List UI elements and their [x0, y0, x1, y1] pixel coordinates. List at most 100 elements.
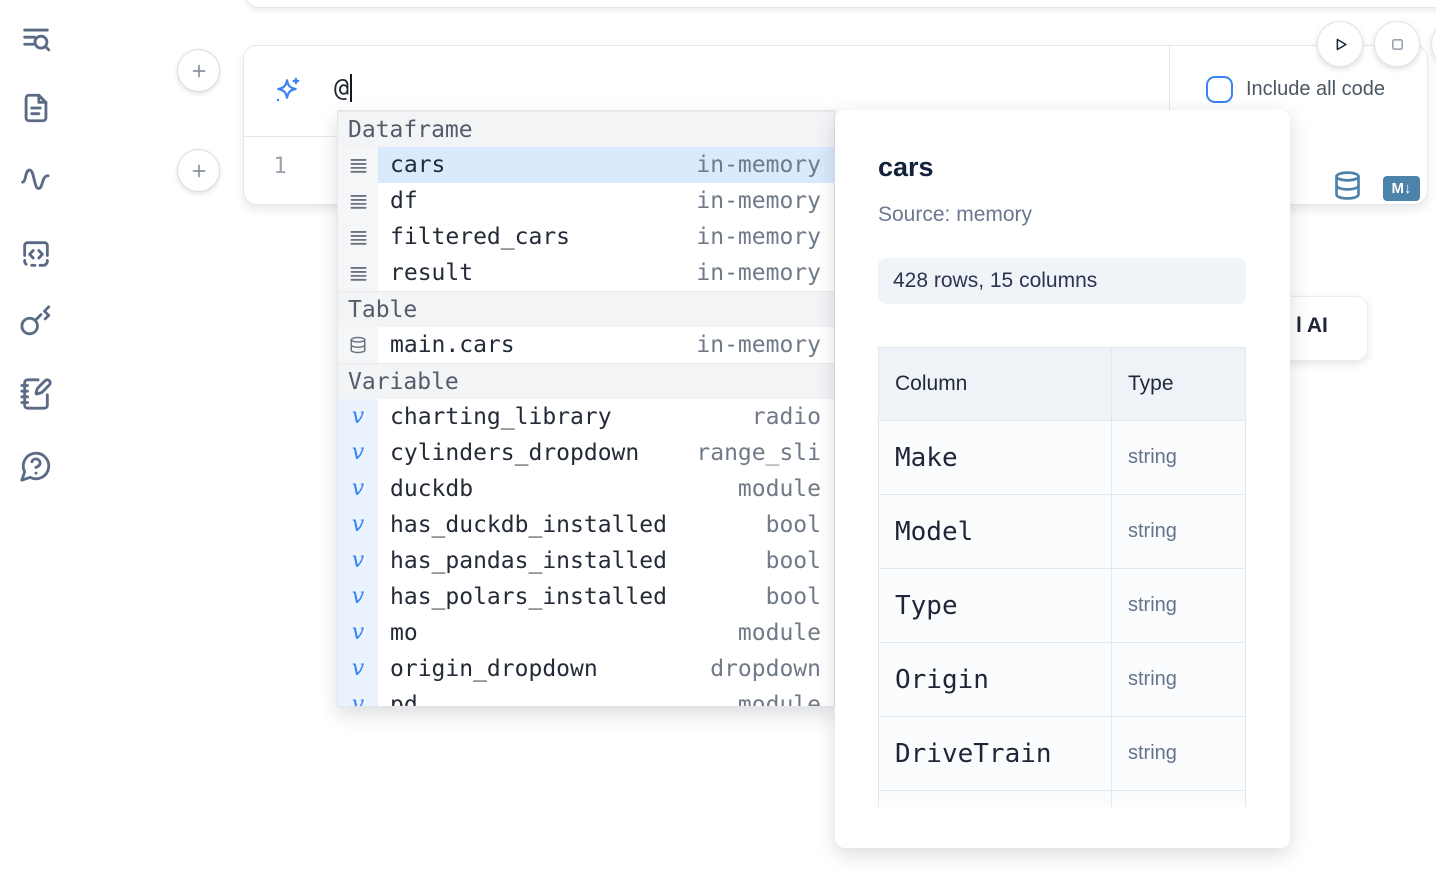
dataframe-rows-icon	[338, 255, 378, 291]
autocomplete-item[interactable]: v cylinders_dropdown range_sli	[338, 435, 834, 471]
item-name: result	[390, 260, 474, 286]
dataframe-rows-icon	[338, 183, 378, 219]
item-type: range_sli	[696, 440, 821, 466]
plus-icon	[192, 164, 205, 177]
item-name: has_pandas_installed	[390, 548, 667, 574]
preview-shape-badge: 428 rows, 15 columns	[878, 258, 1246, 304]
prompt-value: @	[334, 73, 350, 102]
preview-table-row	[878, 790, 1246, 807]
scratchpad-icon[interactable]	[19, 377, 53, 411]
item-name: pd	[390, 692, 418, 707]
column-type: string	[1111, 568, 1246, 643]
item-type: in-memory	[696, 152, 821, 178]
toc-search-icon[interactable]	[19, 23, 53, 57]
code-snippets-icon[interactable]	[19, 237, 53, 271]
add-cell-above-button[interactable]	[177, 49, 220, 92]
column-type: string	[1111, 420, 1246, 495]
item-name: duckdb	[390, 476, 474, 502]
variable-icon: v	[338, 507, 378, 543]
column-type	[1111, 790, 1246, 807]
variable-icon: v	[338, 615, 378, 651]
variable-icon: v	[338, 651, 378, 687]
autocomplete-item[interactable]: v charting_library radio	[338, 399, 834, 435]
extra-round-button[interactable]	[1431, 21, 1436, 67]
item-name: main.cars	[390, 332, 515, 358]
activity-icon[interactable]	[19, 163, 53, 197]
preview-table-wrap: Column Type Make string Model string Typ…	[878, 347, 1246, 807]
autocomplete-section-header: Dataframe	[338, 111, 834, 147]
dataframe-rows-icon	[338, 147, 378, 183]
preview-title: cars	[878, 152, 934, 182]
column-name: Make	[878, 420, 1112, 495]
item-type: dropdown	[710, 656, 821, 682]
variable-icon: v	[338, 471, 378, 507]
autocomplete-item[interactable]: filtered_cars in-memory	[338, 219, 834, 255]
variable-icon: v	[338, 399, 378, 435]
variable-icon: v	[338, 687, 378, 706]
column-type: string	[1111, 494, 1246, 569]
autocomplete-section-header: Table	[338, 291, 834, 327]
item-name: filtered_cars	[390, 224, 571, 250]
text-caret	[350, 74, 353, 102]
plus-icon	[192, 64, 205, 77]
autocomplete-item[interactable]: v origin_dropdown dropdown	[338, 651, 834, 687]
include-all-code-checkbox[interactable]	[1206, 76, 1233, 103]
preview-table-row: Make string	[878, 420, 1246, 495]
autocomplete-item[interactable]: df in-memory	[338, 183, 834, 219]
item-name: cylinders_dropdown	[390, 440, 640, 466]
autocomplete-item[interactable]: v pd module	[338, 687, 834, 707]
item-type: module	[737, 620, 821, 646]
preview-table-row: Origin string	[878, 642, 1246, 717]
key-icon[interactable]	[19, 304, 53, 338]
file-document-icon[interactable]	[19, 91, 53, 125]
item-type: in-memory	[696, 188, 821, 214]
column-name: DriveTrain	[878, 716, 1112, 791]
autocomplete-item[interactable]: v duckdb module	[338, 471, 834, 507]
play-icon	[1336, 38, 1347, 50]
column-name: Type	[878, 568, 1112, 643]
item-type: bool	[765, 584, 821, 610]
item-name: mo	[390, 620, 418, 646]
column-name: Origin	[878, 642, 1112, 717]
variable-icon: v	[338, 579, 378, 615]
autocomplete-item[interactable]: result in-memory	[338, 255, 834, 291]
item-type: radio	[751, 404, 821, 430]
preview-table-row: DriveTrain string	[878, 716, 1246, 791]
markdown-icon[interactable]: M↓	[1383, 175, 1420, 201]
add-cell-below-button[interactable]	[177, 149, 220, 192]
autocomplete-item[interactable]: v has_polars_installed bool	[338, 579, 834, 615]
column-type: string	[1111, 642, 1246, 717]
column-name: Model	[878, 494, 1112, 569]
item-name: origin_dropdown	[390, 656, 598, 682]
item-type: module	[737, 476, 821, 502]
autocomplete-item[interactable]: v has_duckdb_installed bool	[338, 507, 834, 543]
autocomplete-item[interactable]: cars in-memory	[338, 147, 834, 183]
dataframe-preview-panel: cars Source: memory 428 rows, 15 columns…	[835, 110, 1290, 848]
preview-source: Source: memory	[878, 203, 1033, 226]
autocomplete-item[interactable]: v mo module	[338, 615, 834, 651]
include-all-code-label: Include all code	[1246, 78, 1385, 100]
line-number: 1	[273, 154, 287, 179]
ai-sparkle-icon	[271, 75, 303, 112]
variable-icon: v	[338, 543, 378, 579]
help-chat-icon[interactable]	[19, 449, 53, 483]
stop-square-icon	[1391, 38, 1403, 50]
item-type: in-memory	[696, 260, 821, 286]
autocomplete-item[interactable]: v has_pandas_installed bool	[338, 543, 834, 579]
database-icon[interactable]	[1332, 170, 1363, 206]
autocomplete-section-header: Variable	[338, 363, 834, 399]
dataframe-rows-icon	[338, 219, 378, 255]
item-type: bool	[765, 512, 821, 538]
variable-icon: v	[338, 435, 378, 471]
left-sidebar	[0, 0, 70, 874]
item-name: has_polars_installed	[390, 584, 667, 610]
item-type: module	[737, 692, 821, 707]
column-type: string	[1111, 716, 1246, 791]
autocomplete-item[interactable]: main.cars in-memory	[338, 327, 834, 363]
item-type: in-memory	[696, 332, 821, 358]
ai-prompt-input[interactable]: @	[334, 73, 353, 102]
run-cell-button[interactable]	[1317, 21, 1363, 67]
preview-table: Column Type Make string Model string Typ…	[878, 347, 1246, 807]
stop-cell-button[interactable]	[1374, 21, 1420, 67]
type-header: Type	[1111, 347, 1246, 421]
